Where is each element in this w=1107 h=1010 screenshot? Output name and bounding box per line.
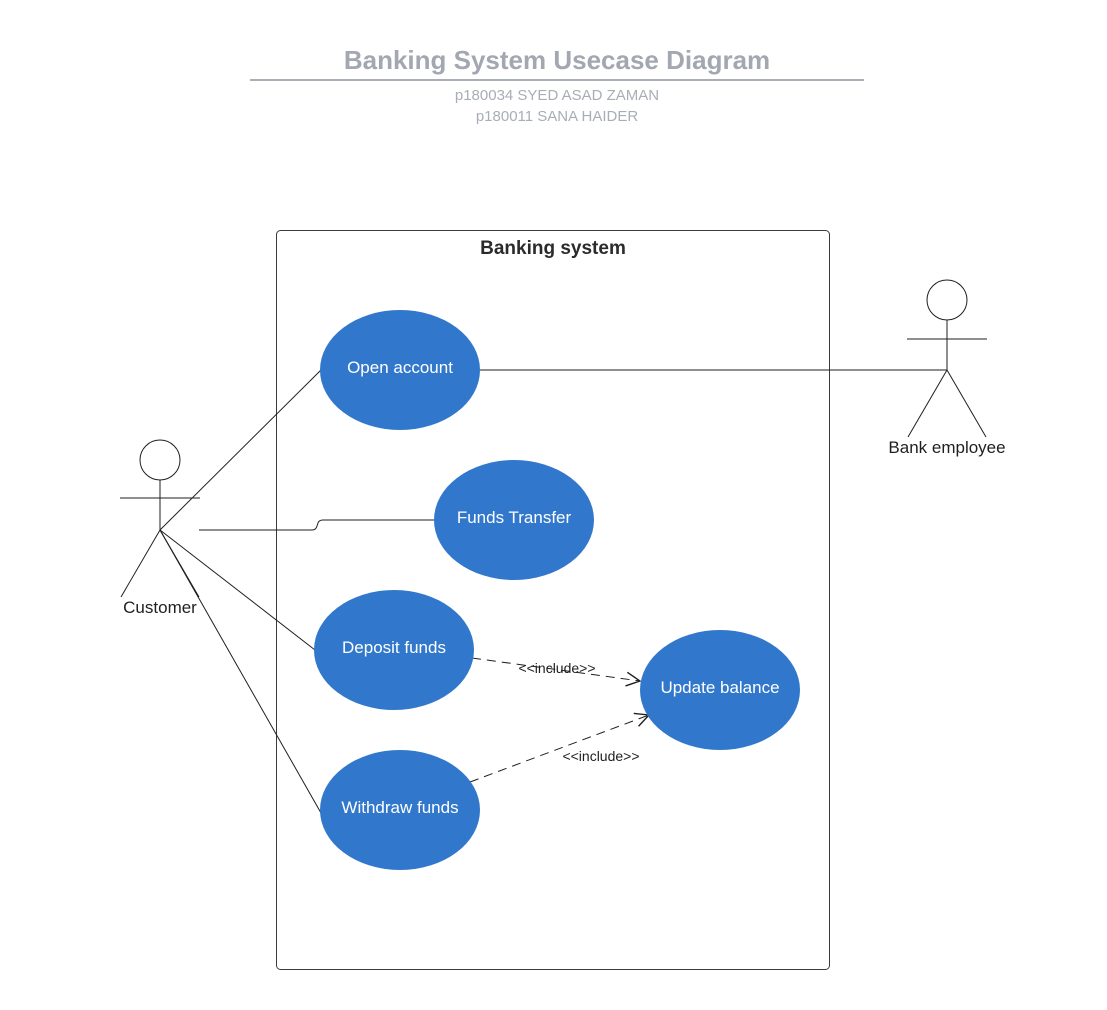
use-case-deposit-funds-shape — [314, 590, 474, 710]
actor-customer-head — [139, 439, 181, 481]
use-case-funds-transfer-shape — [434, 460, 594, 580]
author-line-1: p180034 SYED ASAD ZAMAN — [454, 87, 660, 104]
use-case-update-balance-shape — [640, 630, 800, 750]
use-case-open-account-label: Open account — [347, 358, 453, 377]
author-line-2: p180011 SANA HAIDER — [475, 108, 639, 125]
actor-bank-employee-left-leg — [907, 369, 948, 438]
association-customer-deposit-funds — [159, 529, 316, 651]
use-case-withdraw-funds: Withdraw funds — [320, 750, 480, 870]
use-case-open-account: Open account — [320, 310, 480, 430]
include-withdraw-update — [469, 715, 649, 783]
actor-bank-employee-right-leg — [946, 369, 987, 438]
actor-bank-employee-head — [926, 279, 968, 321]
actor-bank-employee-label: Bank employee — [888, 438, 1005, 457]
diagram-header: Banking System Usecase Diagram p180034 S… — [250, 40, 864, 127]
use-case-withdraw-funds-label: Withdraw funds — [341, 798, 458, 817]
actor-customer-left-leg — [120, 529, 161, 598]
use-case-deposit-funds: Deposit funds — [314, 590, 474, 710]
associations — [159, 369, 947, 814]
actor-customer-right-leg — [159, 529, 200, 598]
association-customer-open-account — [159, 369, 322, 531]
use-case-update-balance-label: Update balance — [660, 678, 779, 697]
actor-customer-label: Customer — [123, 598, 197, 617]
use-case-withdraw-funds-shape — [320, 750, 480, 870]
system-boundary-label: Banking system — [480, 238, 626, 259]
include-label-deposit: <<include>> — [518, 660, 595, 676]
actor-customer — [120, 439, 200, 598]
include-deposit-update — [471, 657, 640, 681]
actor-bank-employee — [907, 279, 987, 438]
diagram-title: Banking System Usecase Diagram — [250, 40, 864, 81]
association-customer-withdraw-funds — [159, 529, 322, 814]
use-case-open-account-shape — [320, 310, 480, 430]
use-case-deposit-funds-label: Deposit funds — [342, 638, 446, 657]
system-boundary — [276, 230, 830, 970]
use-case-funds-transfer: Funds Transfer — [434, 460, 594, 580]
use-case-update-balance: Update balance — [640, 630, 800, 750]
include-relations — [469, 657, 649, 783]
include-label-withdraw: <<include>> — [562, 748, 639, 764]
use-case-funds-transfer-label: Funds Transfer — [457, 508, 572, 527]
association-customer-funds-transfer — [199, 519, 434, 531]
